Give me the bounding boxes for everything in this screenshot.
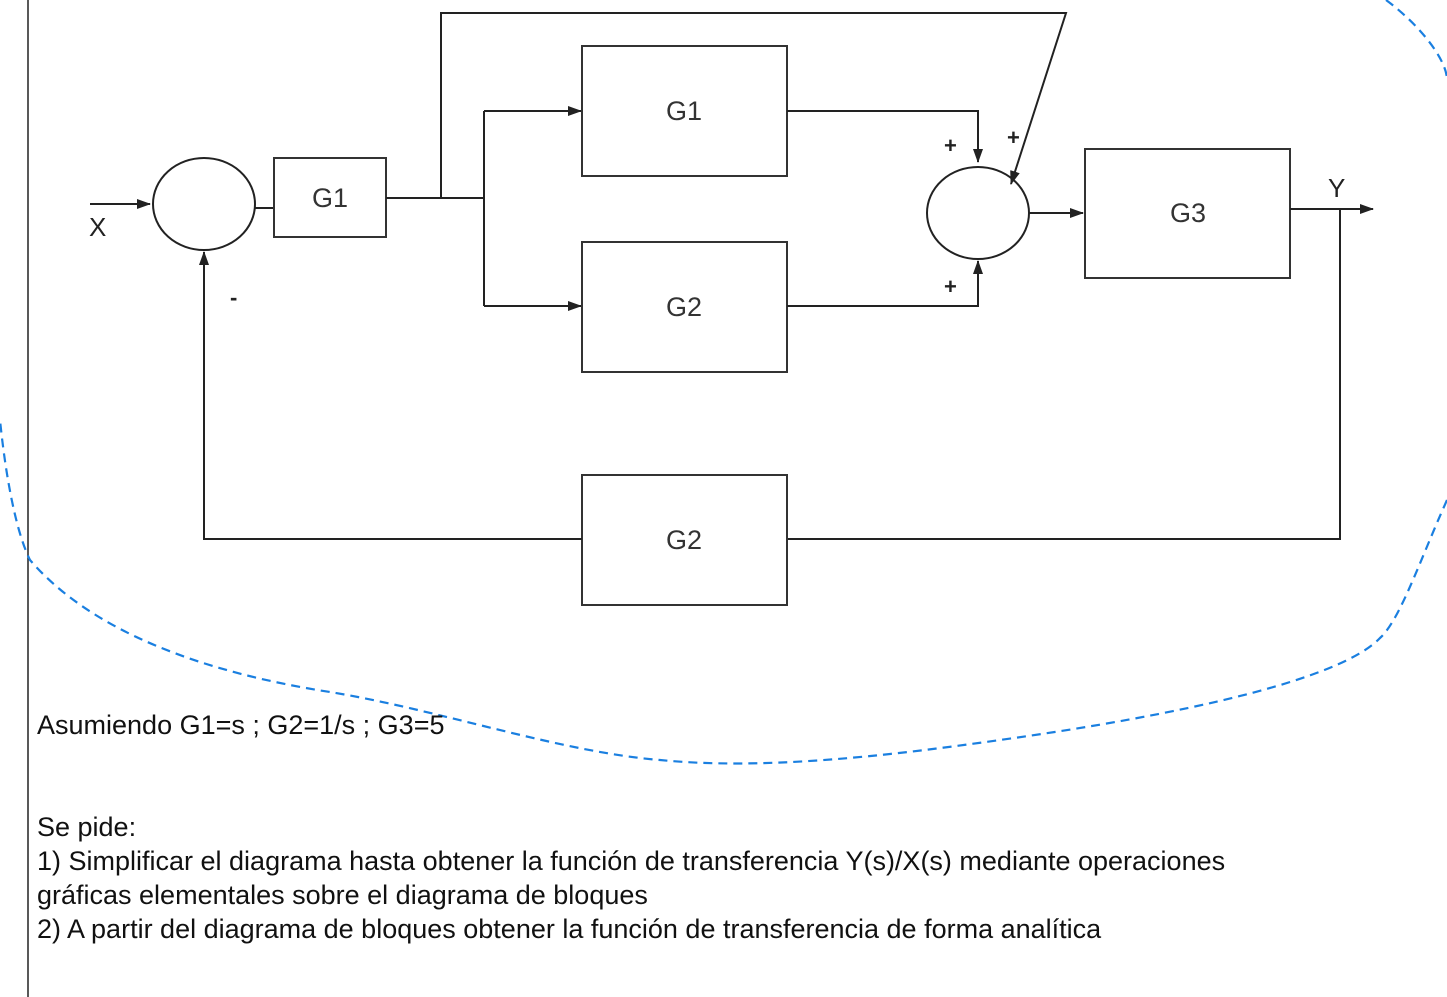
feedback-path-right <box>787 209 1341 540</box>
request-item-1-line-1: 1) Simplificar el diagrama hasta obtener… <box>37 846 1226 876</box>
request-title: Se pide: <box>37 812 137 842</box>
block-g3-label: G3 <box>1170 198 1206 228</box>
sign-sum2-bottom: + <box>944 274 957 299</box>
g1-upper-to-sum2 <box>787 110 983 163</box>
block-g2-lower-label: G2 <box>666 292 702 322</box>
problem-text: Asumiendo G1=s ; G2=1/s ; G3=5 Se pide: … <box>37 708 1417 946</box>
assumption-line: Asumiendo G1=s ; G2=1/s ; G3=5 <box>37 710 445 740</box>
block-g1-upper-label: G1 <box>666 96 702 126</box>
block-g2-lower <box>581 241 788 373</box>
sign-sum2-top: + <box>944 133 957 158</box>
block-g1-forward <box>273 157 387 238</box>
input-label: X <box>89 212 106 242</box>
g2-lower-to-sum2 <box>787 260 983 307</box>
sign-sum1-feedback: - <box>230 285 237 310</box>
block-g1-forward-label: G1 <box>312 183 348 213</box>
summing-junction-2 <box>926 166 1030 260</box>
block-g3 <box>1084 148 1291 279</box>
block-g2-feedback-label: G2 <box>666 525 702 555</box>
request-item-2: 2) A partir del diagrama de bloques obte… <box>37 914 1102 944</box>
summing-junction-1 <box>152 157 256 251</box>
sign-sum2-diag: + <box>1007 125 1020 150</box>
request-item-1-line-2: gráficas elementales sobre el diagrama d… <box>37 880 648 910</box>
block-g2-feedback <box>581 474 788 606</box>
bypass-path <box>440 12 1068 198</box>
annotation-dashed-curve <box>0 0 1447 765</box>
spacer <box>37 742 1417 810</box>
output-label: Y <box>1328 173 1345 203</box>
feedback-path-left <box>199 251 582 540</box>
